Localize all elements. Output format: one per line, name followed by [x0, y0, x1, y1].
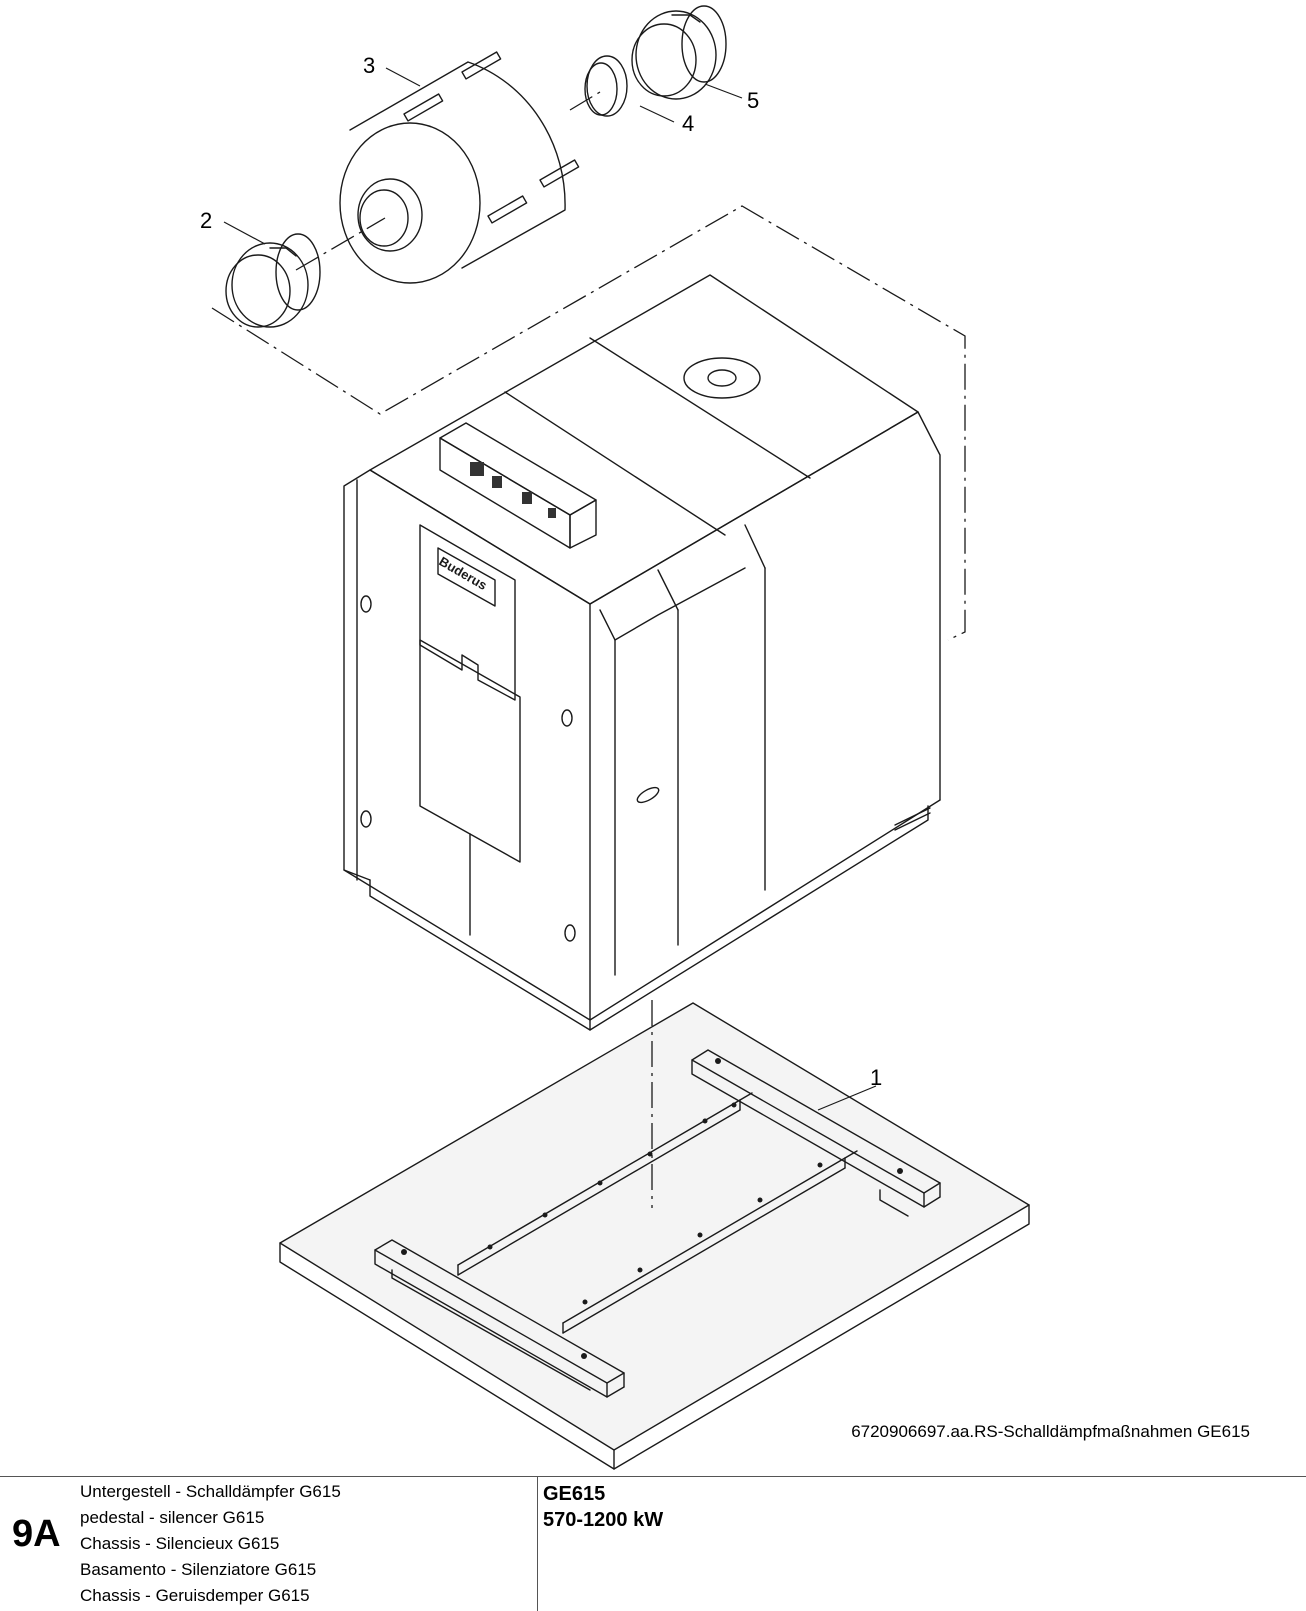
page-code: 9A [12, 1513, 61, 1555]
callout-3: 3 [363, 53, 375, 78]
description-nl: Chassis - Geruisdemper G615 [80, 1586, 310, 1605]
part-3-silencer [339, 51, 580, 284]
buderus-logo: Buderus [437, 547, 496, 607]
control-unit [439, 422, 597, 549]
burner-flange [683, 357, 761, 399]
model-name: GE615 [543, 1483, 606, 1505]
model-block: GE615 570-1200 kW [543, 1481, 663, 1533]
drawing-reference: 6720906697.aa.RS-Schalldämpfmaßnahmen GE… [851, 1422, 1250, 1441]
description-en: pedestal - silencer G615 [80, 1508, 265, 1527]
description-de: Untergestell - Schalldämpfer G615 [80, 1482, 341, 1501]
description-list: Untergestell - Schalldämpfer G615 pedest… [80, 1479, 341, 1609]
description-it: Basamento - Silenziatore G615 [80, 1560, 317, 1579]
power-range: 570-1200 kW [543, 1509, 664, 1531]
callout-2: 2 [200, 208, 212, 233]
description-fr: Chassis - Silencieux G615 [80, 1534, 280, 1553]
part-4-seal-ring [584, 55, 628, 117]
exploded-view-drawing: Buderus [200, 5, 1030, 1470]
part-5-connector [631, 5, 727, 100]
boiler-body: Buderus [343, 274, 941, 1031]
part-2-connector [225, 233, 321, 328]
callout-4: 4 [682, 111, 694, 136]
footer-title-block: 9A Untergestell - Schalldämpfer G615 ped… [0, 1476, 1306, 1611]
footer-divider [537, 1477, 538, 1611]
callout-1: 1 [870, 1065, 882, 1090]
pedestal-frame [374, 1049, 941, 1398]
callout-5: 5 [747, 88, 759, 113]
base-plate [279, 1002, 1030, 1470]
